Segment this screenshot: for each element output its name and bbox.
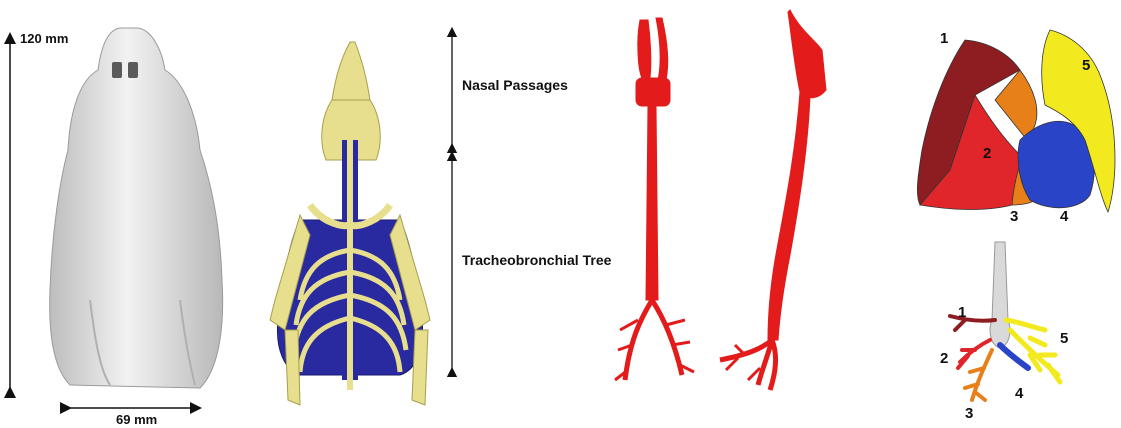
lobe-label-4: 4 (1060, 208, 1068, 225)
lobe-label-1: 1 (940, 30, 948, 47)
lobe-label-3: 3 (1010, 208, 1018, 225)
lobe-label-5: 5 (1082, 57, 1090, 74)
airway-side-view (720, 10, 826, 390)
nasal-passages-label: Nasal Passages (462, 77, 568, 93)
skeleton-model (270, 42, 430, 405)
bronchial-tree-model (950, 242, 1060, 400)
tracheobronchial-tree-label: Tracheobronchial Tree (462, 252, 611, 268)
branch-label-4: 4 (1015, 385, 1023, 402)
airway-front-view (615, 18, 694, 380)
branch-label-5: 5 (1060, 330, 1068, 347)
lobe-label-2: 2 (983, 145, 991, 162)
branch-label-1: 1 (958, 304, 966, 321)
height-dimension-label: 120 mm (20, 31, 68, 46)
branch-label-3: 3 (965, 405, 973, 422)
body-surface-model (50, 28, 223, 388)
width-dimension-label: 69 mm (116, 412, 157, 427)
branch-label-2: 2 (940, 350, 948, 367)
